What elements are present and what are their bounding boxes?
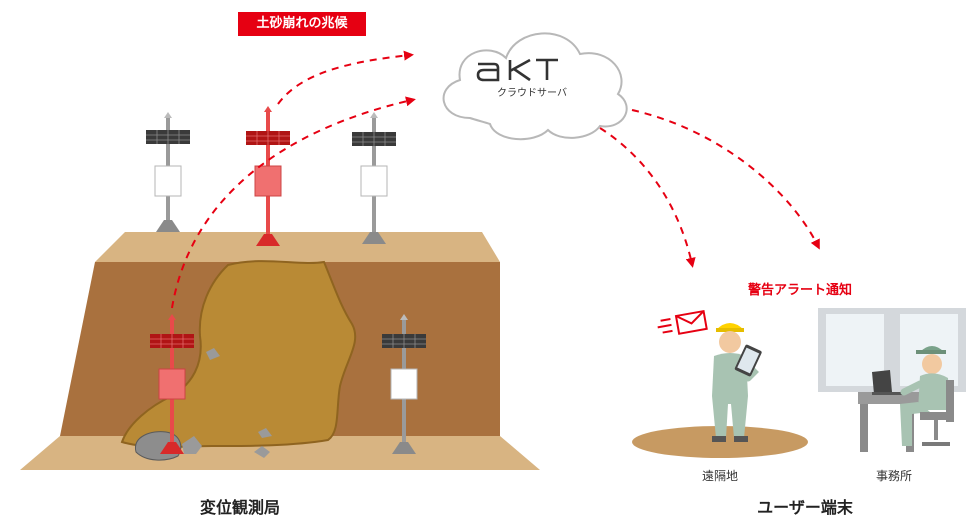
users-caption: ユーザー端末 [757, 498, 853, 517]
cloud-icon [442, 32, 628, 141]
sensor-station-alert-icon [246, 106, 290, 246]
arrow-cloud-to-office [631, 109, 820, 250]
tablet-icon [734, 344, 762, 377]
worker-icon [712, 323, 759, 442]
office-location-label: 事務所 [875, 469, 912, 483]
arrow-station-to-cloud [171, 96, 416, 309]
arrow-station-to-cloud [277, 50, 414, 105]
landslide-warning-badge: 土砂崩れの兆候 [238, 12, 366, 36]
alert-notification-label: 警告アラート通知 [747, 283, 852, 298]
chair-icon [920, 380, 954, 446]
cloud-subtitle: クラウドサーバ [497, 88, 567, 99]
landslide-mass [120, 260, 357, 448]
sensor-station-alert-icon [150, 314, 194, 454]
stations-caption: 変位観測局 [199, 498, 280, 517]
data-arrows [171, 50, 820, 309]
cloud-logo-icon [476, 58, 558, 82]
sensor-station-icon [351, 112, 397, 244]
worker-icon [900, 346, 950, 446]
arrow-cloud-to-remote [599, 127, 696, 268]
remote-location-label: 遠隔地 [701, 469, 738, 483]
laptop-icon [872, 370, 906, 395]
mail-icon [657, 309, 708, 335]
sensor-station-icon [145, 112, 191, 232]
sensor-station-icon [381, 314, 427, 454]
